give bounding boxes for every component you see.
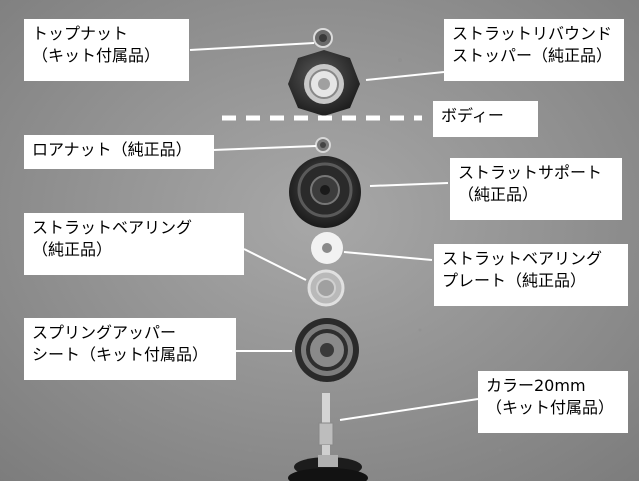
strut-support-part (289, 156, 361, 228)
label-strut-support-line2: （純正品） (458, 185, 539, 204)
label-spring-upper-seat: スプリングアッパー シート（キット付属品） (24, 318, 236, 380)
lower-nut-part (315, 137, 331, 153)
label-collar-line2: （キット付属品） (486, 398, 615, 417)
label-collar-line1: カラー20mm (486, 376, 586, 395)
label-rebound-stopper-line1: ストラットリバウンド (452, 24, 613, 43)
collar-and-rod-part (318, 393, 334, 459)
label-rebound-stopper-line2: ストッパー（純正品） (452, 46, 613, 65)
label-lower-nut: ロアナット（純正品） (24, 135, 214, 169)
label-strut-bearing: ストラットベアリング （純正品） (24, 213, 244, 275)
label-top-nut-line1: トップナット (32, 24, 129, 43)
strut-bearing-part (307, 269, 345, 307)
label-top-nut-line2: （キット付属品） (32, 46, 161, 65)
bearing-plate-part (311, 232, 343, 264)
label-bearing-plate-line1: ストラットベアリング (442, 249, 603, 268)
label-strut-support-line1: ストラットサポート (458, 163, 603, 182)
spring-upper-seat-part (295, 318, 359, 382)
label-spring-upper-seat-line2: シート（キット付属品） (32, 345, 209, 364)
label-rebound-stopper: ストラットリバウンド ストッパー（純正品） (444, 19, 624, 81)
leader-lines (189, 42, 479, 421)
label-bearing-plate: ストラットベアリング プレート（純正品） (434, 244, 628, 306)
label-strut-bearing-line1: ストラットベアリング (32, 218, 193, 237)
label-body-line1: ボディー (441, 106, 504, 125)
rebound-stopper-part (288, 50, 360, 116)
label-strut-bearing-line2: （純正品） (32, 240, 113, 259)
label-body: ボディー (433, 101, 538, 137)
top-nut-part (313, 28, 333, 48)
label-collar: カラー20mm （キット付属品） (478, 371, 628, 433)
coilover-top-part (288, 455, 368, 481)
label-lower-nut-line1: ロアナット（純正品） (32, 140, 192, 159)
label-strut-support: ストラットサポート （純正品） (450, 158, 622, 220)
label-bearing-plate-line2: プレート（純正品） (442, 271, 587, 290)
label-top-nut: トップナット （キット付属品） (24, 19, 189, 81)
label-spring-upper-seat-line1: スプリングアッパー (32, 323, 177, 342)
